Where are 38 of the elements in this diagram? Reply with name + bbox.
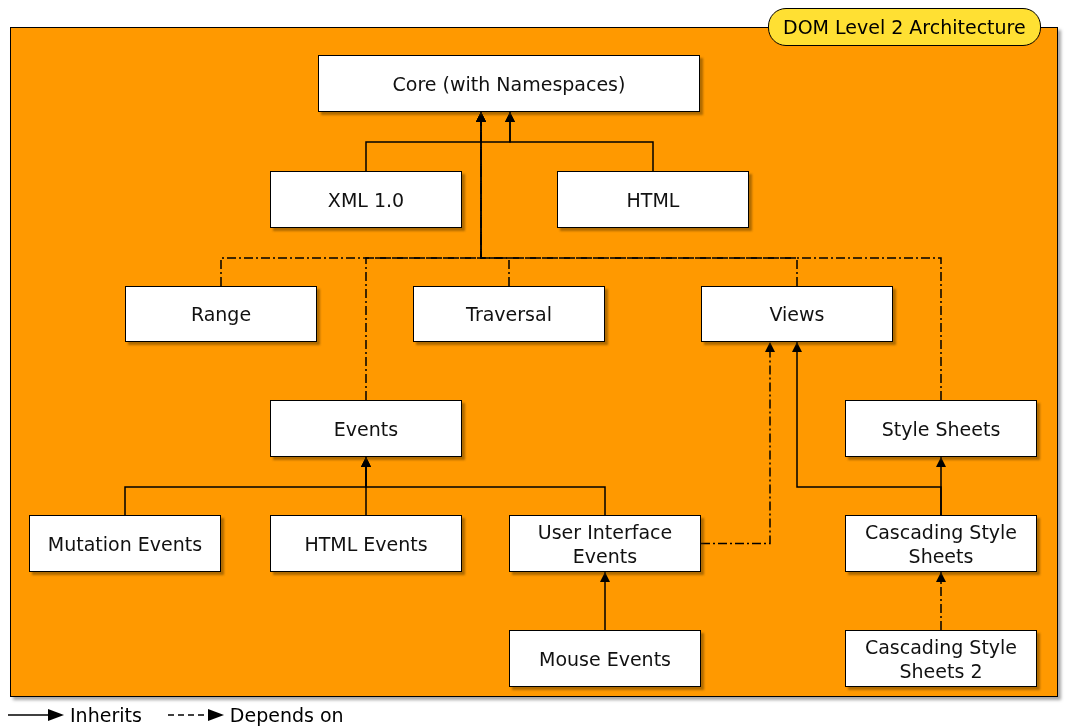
module-box: [509, 630, 701, 687]
dependency-arrow: [936, 571, 946, 631]
module-box: [701, 286, 893, 342]
dependency-arrow: [476, 111, 942, 401]
module-label: User Interface Events: [536, 519, 674, 568]
module-label: Style Sheets: [881, 416, 1001, 441]
module-box: [318, 55, 700, 112]
dependency-arrow: [700, 341, 775, 545]
module-label: Cascading Style Sheets: [863, 519, 1019, 568]
module-box: [509, 515, 701, 572]
inheritance-arrow: [505, 111, 654, 172]
legend-label: Inherits: [70, 704, 142, 726]
module-box: [845, 630, 1037, 687]
module-label: HTML: [626, 187, 680, 212]
module-box: [413, 286, 605, 342]
module-box: [29, 515, 221, 572]
inheritance-arrow: [936, 456, 946, 516]
module-label: Mutation Events: [47, 531, 203, 556]
module-box: [270, 515, 462, 572]
module-label: Views: [769, 302, 825, 326]
inheritance-arrow: [361, 456, 606, 516]
module-label: Cascading Style Sheets 2: [863, 634, 1019, 683]
title-badge: DOM Level 2 Architecture: [768, 8, 1041, 46]
module-label: HTML Events: [304, 531, 428, 556]
inheritance-arrow: [600, 571, 610, 631]
module-label: Core (with Namespaces): [392, 71, 626, 96]
module-box: [845, 515, 1037, 572]
module-label: Traversal: [466, 302, 552, 326]
module-box: [557, 171, 749, 228]
module-box: [845, 400, 1037, 457]
module-box: [270, 400, 462, 457]
module-label: XML 1.0: [327, 187, 405, 212]
module-box: [270, 171, 462, 228]
module-label: Range: [190, 302, 252, 326]
legend-label: Depends on: [229, 704, 344, 726]
module-box: [125, 286, 317, 342]
module-label: Events: [333, 416, 399, 441]
module-label: Mouse Events: [539, 646, 671, 671]
